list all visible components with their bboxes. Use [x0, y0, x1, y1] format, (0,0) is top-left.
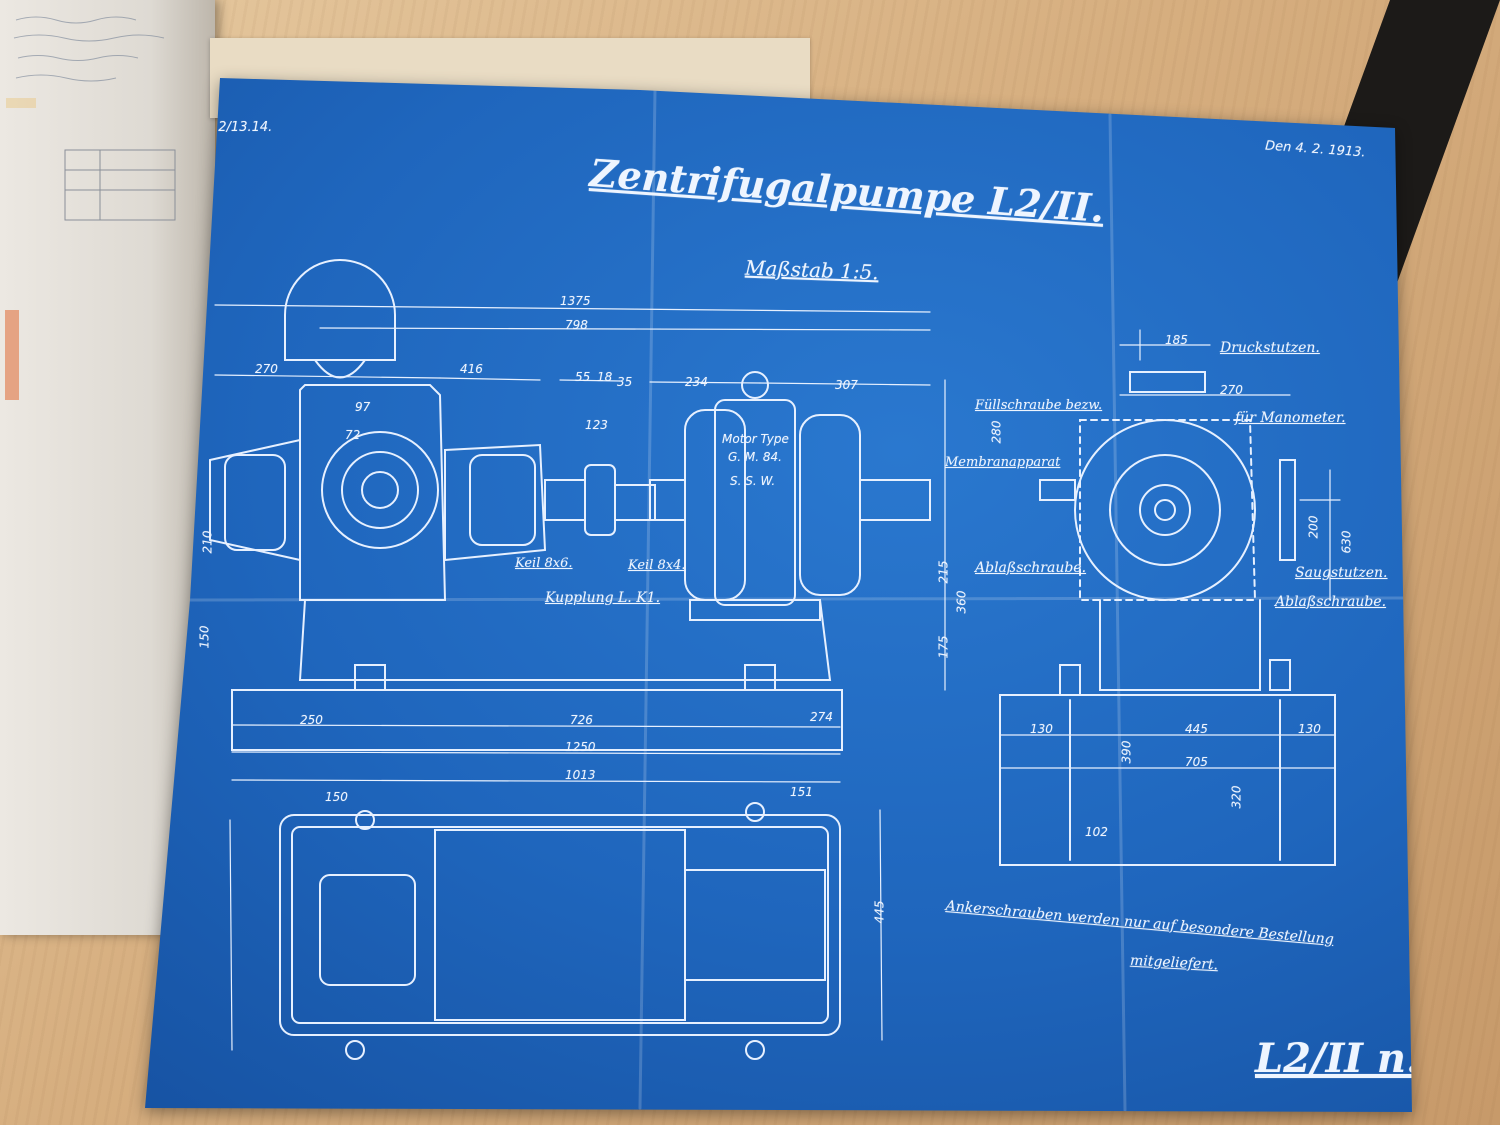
label-fuellschraube: Füllschraube bezw. — [975, 398, 1103, 413]
faded-sketch — [64, 149, 176, 221]
dim-234: 234 — [685, 375, 708, 389]
label-keil-2: Keil 8x4. — [628, 558, 686, 573]
label-kupplung: Kupplung L. K1. — [545, 590, 661, 606]
label-ablassschraube-left: Ablaßschraube. — [975, 560, 1087, 576]
dim-320: 320 — [1229, 785, 1244, 809]
dim-250: 250 — [300, 713, 323, 727]
label-manometer: für Manometer. — [1235, 410, 1346, 426]
dim-445: 445 — [872, 900, 887, 924]
motor-label-line1: Motor Type — [722, 432, 789, 446]
baseplate-end-view — [999, 694, 1336, 866]
label-druckstutzen: Druckstutzen. — [1220, 340, 1320, 356]
motor-side-view — [649, 371, 931, 621]
dim-360: 360 — [954, 590, 969, 614]
dim-97: 97 — [355, 400, 371, 414]
dim-307: 307 — [835, 378, 858, 392]
dim-705: 705 — [1185, 755, 1208, 769]
dim-416: 416 — [460, 362, 483, 376]
dim-215: 215 — [936, 560, 951, 584]
drawing-number: L2/II n. — [1255, 1035, 1420, 1082]
dim-175: 175 — [936, 635, 951, 659]
dim-726: 726 — [570, 713, 593, 727]
label-keil-1: Keil 8x6. — [515, 556, 573, 571]
dim-1250: 1250 — [565, 740, 596, 754]
dim-130-left: 130 — [1030, 722, 1053, 736]
dim-72: 72 — [345, 428, 361, 442]
motor-label-line3: S. S. W. — [730, 474, 776, 488]
dim-280: 280 — [989, 420, 1004, 444]
dim-1375: 1375 — [560, 294, 591, 308]
dim-151: 151 — [790, 785, 813, 799]
motor-label-line2: G. M. 84. — [728, 450, 782, 464]
faded-handwriting — [6, 16, 165, 108]
drawing-scale: Maßstab 1:5. — [744, 255, 880, 285]
baseplate-top-view — [279, 802, 841, 1060]
dim-270-end: 270 — [1220, 383, 1243, 397]
dim-270: 270 — [255, 362, 278, 376]
pump-end-view — [1039, 371, 1296, 696]
dim-210: 210 — [200, 530, 215, 554]
dim-130-right: 130 — [1298, 722, 1321, 736]
dim-274: 274 — [810, 710, 833, 724]
dim-55: 55 — [575, 370, 591, 384]
dim-150-top: 150 — [325, 790, 348, 804]
dim-150: 150 — [197, 625, 212, 649]
dim-185: 185 — [1165, 333, 1188, 347]
baseplate-side-view — [231, 664, 843, 751]
dim-445-end: 445 — [1185, 722, 1208, 736]
orange-mark — [5, 310, 19, 400]
dim-102: 102 — [1085, 825, 1108, 839]
label-ablassschraube-right: Ablaßschraube. — [1275, 594, 1387, 610]
label-membranapparat: Membranapparat — [945, 455, 1061, 470]
dim-1013: 1013 — [565, 768, 596, 782]
dimension-lines — [214, 304, 1341, 1051]
dim-35: 35 — [617, 375, 633, 389]
label-saugstutzen: Saugstutzen. — [1295, 565, 1388, 581]
dim-630: 630 — [1339, 530, 1354, 554]
pump-side-view — [209, 259, 832, 681]
dim-18: 18 — [597, 370, 613, 384]
dim-200: 200 — [1306, 515, 1321, 539]
dim-798: 798 — [565, 318, 588, 332]
dim-390: 390 — [1119, 740, 1134, 764]
dim-123: 123 — [585, 418, 608, 432]
sheet-reference: 12/13.14. — [210, 120, 273, 135]
